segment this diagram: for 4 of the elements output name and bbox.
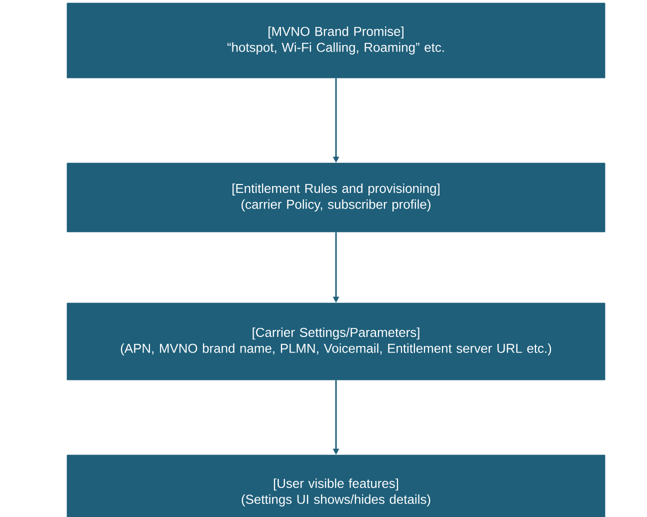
process-box: [User visible features] (Settings UI shows/hides details) — [66, 454, 606, 517]
process-box: [Carrier Settings/Parameters] (APN, MVNO brand name, PLMN, Voicemail, Entitlement server URL etc.) — [66, 302, 606, 380]
process-box: [MVNO Brand Promise] “hotspot, Wi-Fi Calling, Roaming” etc. — [66, 2, 606, 78]
process-box: [Entitlement Rules and provisioning] (carrier Policy, subscriber profile) — [66, 162, 606, 232]
